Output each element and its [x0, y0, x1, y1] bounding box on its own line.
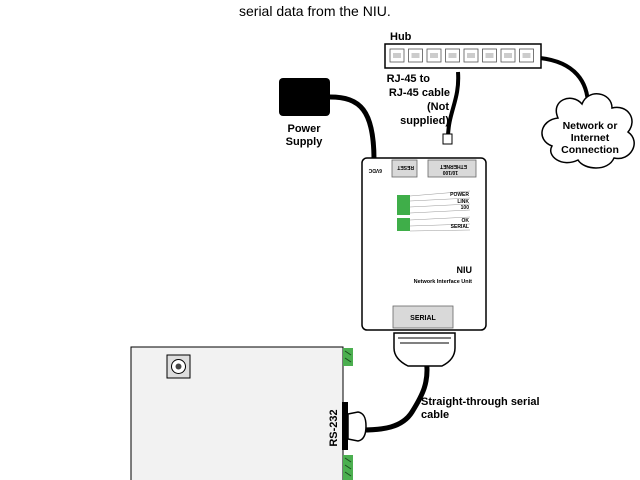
led-label-power: POWER [450, 192, 469, 198]
network-cloud-icon [541, 93, 635, 169]
rj45-label-line-1: RJ-45 to [387, 73, 431, 85]
terminal-block-bottom [343, 455, 353, 480]
niu-body [361, 157, 487, 331]
serial-cable-line-2: cable [421, 409, 449, 421]
hub-port-socket [485, 53, 494, 58]
hub-port-socket [393, 53, 401, 58]
led-label-link: LINK [457, 199, 469, 205]
rj45-label-line-4: supplied) [400, 115, 449, 127]
hub-port-socket [430, 53, 438, 58]
niu-title: NIU [457, 265, 473, 275]
reset-label: RESET [397, 164, 414, 170]
led-label-ok: OK [462, 218, 470, 224]
hub-port-socket [504, 53, 512, 58]
hub-port-socket [522, 53, 531, 58]
device-db-connector [347, 411, 367, 442]
power-supply-icon [279, 78, 330, 116]
niu-subtitle: Network Interface Unit [414, 279, 473, 285]
cloud-line-2: Internet [571, 132, 610, 144]
ethernet-port [427, 159, 477, 178]
rs232-port [342, 402, 348, 450]
rj45-label-line-3: (Not [427, 101, 449, 113]
hub-port-socket [467, 53, 475, 58]
rj45-plug [442, 133, 453, 145]
niu-db-connector [393, 332, 456, 367]
ethernet-label-top: ETHERNET [440, 163, 467, 169]
led-label-serial: SERIAL [451, 224, 469, 230]
terminal-block-top [343, 348, 353, 366]
rj45-cable-label: RJ-45 to RJ-45 cable (Not supplied) [387, 73, 450, 127]
power-supply-line-2: Supply [286, 136, 324, 148]
hub-port-socket [411, 53, 420, 58]
hub-label: Hub [390, 31, 412, 43]
led-group-1 [397, 195, 410, 215]
rj45-label-line-2: RJ-45 cable [389, 87, 450, 99]
led-panel: POWER LINK 100 OK SERIAL [397, 190, 471, 232]
cloud-line-1: Network or [563, 120, 618, 132]
cloud-line-3: Connection [561, 144, 619, 156]
led-label-100: 100 [461, 205, 470, 211]
power-supply-line-1: Power [287, 123, 321, 135]
power-cable [329, 94, 377, 161]
serial-port [392, 305, 454, 329]
serial-port-label: SERIAL [410, 315, 436, 322]
reset-button [391, 159, 418, 178]
serial-cable-line-1: Straight-through serial [421, 396, 540, 408]
ethernet-label-bottom: 10/100 [442, 169, 458, 175]
hub-ports [389, 48, 534, 63]
rs232-label: RS-232 [328, 409, 340, 446]
serial-cable [361, 357, 430, 433]
caption: serial data from the NIU. [239, 3, 391, 19]
hub-port-socket [448, 53, 457, 58]
rj45-cable [446, 71, 461, 139]
device-panel [130, 346, 344, 480]
led-group-2 [397, 218, 410, 231]
dc-port-label: 6VDC [368, 167, 382, 173]
